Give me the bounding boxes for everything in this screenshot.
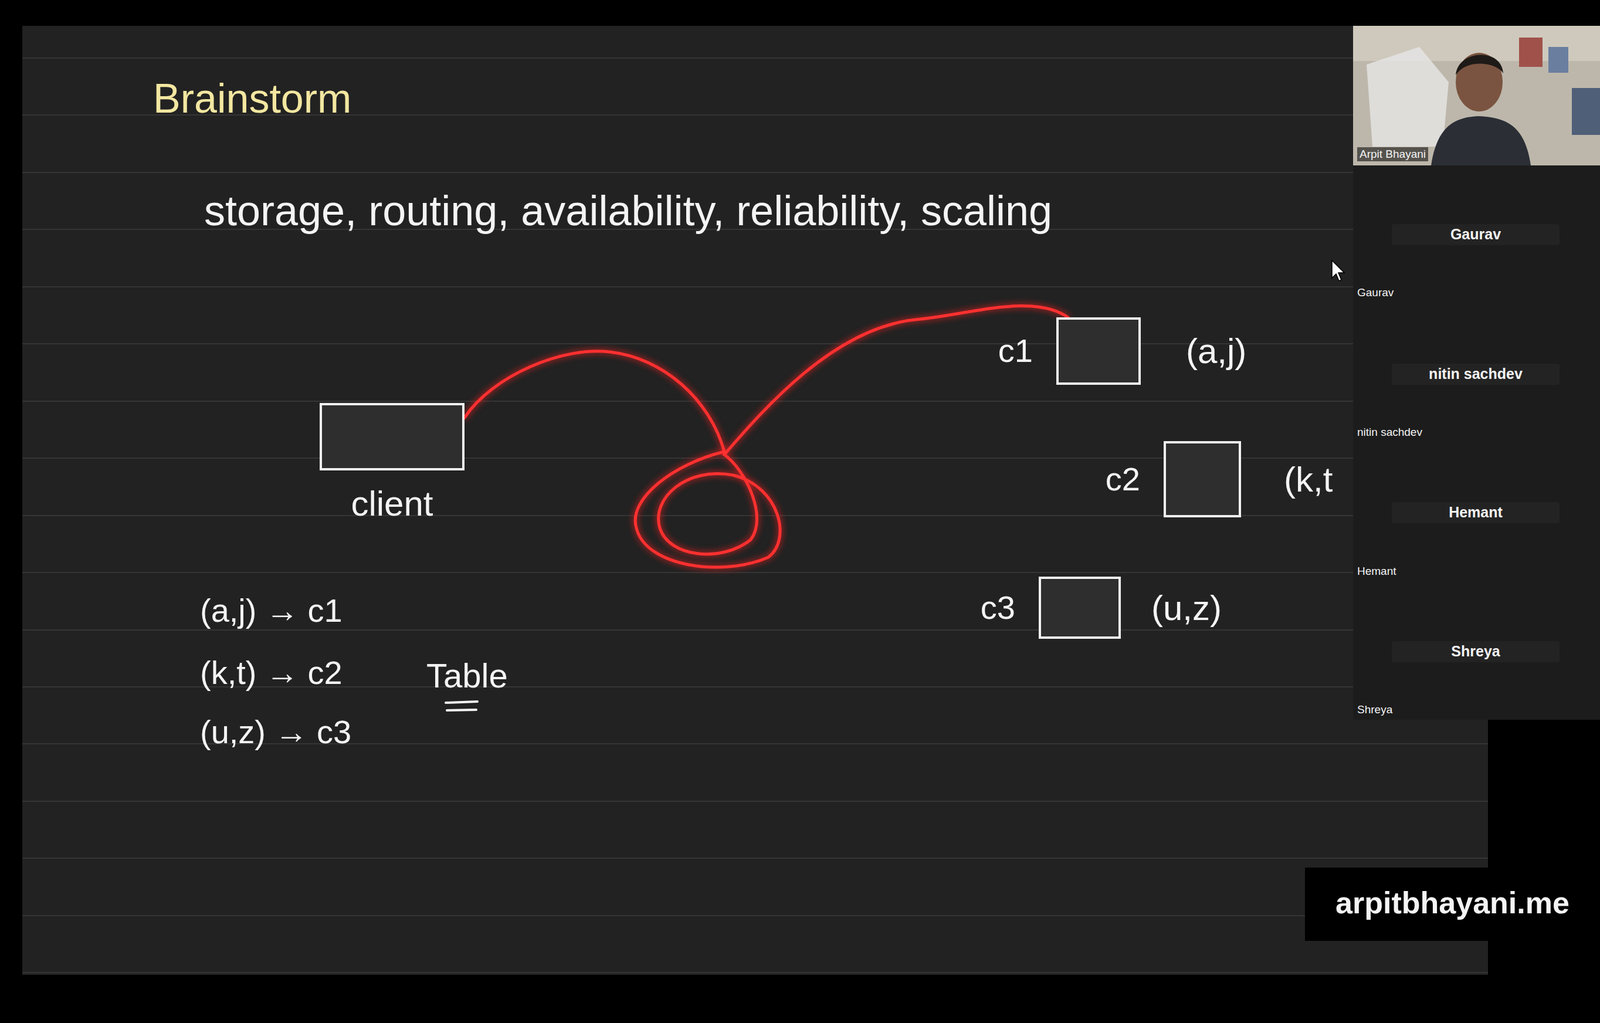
participant-name-small: Gaurav bbox=[1357, 286, 1394, 300]
server-box: c3(u,z) bbox=[1038, 576, 1121, 639]
table-row: (a,j) → c1 bbox=[200, 591, 343, 630]
range-label: (u,z) bbox=[1151, 587, 1222, 629]
table-heading: Table bbox=[426, 656, 508, 696]
participant-name: Gaurav bbox=[1366, 225, 1585, 243]
mouse-cursor bbox=[1331, 260, 1345, 281]
node-label: client bbox=[350, 483, 433, 524]
participants-panel bbox=[1353, 25, 1600, 720]
node-label: c3 bbox=[980, 588, 1016, 627]
range-label: (a,j) bbox=[1185, 330, 1247, 372]
ruled-lines bbox=[22, 58, 1488, 973]
handdrawn-connector bbox=[464, 306, 1069, 568]
range-label: (k,t bbox=[1283, 459, 1333, 500]
video-name-tag: Arpit Bhayani bbox=[1357, 147, 1429, 162]
board-title: Brainstorm bbox=[153, 75, 352, 123]
participant-name-small: nitin sachdev bbox=[1357, 425, 1423, 439]
table-row: (k,t) → c2 bbox=[200, 653, 343, 692]
server-box: c1(a,j) bbox=[1056, 317, 1141, 385]
participant-name: Hemant bbox=[1366, 503, 1585, 521]
video-thumbnail bbox=[1353, 25, 1600, 166]
participant-name: Shreya bbox=[1366, 642, 1585, 660]
client-box: client bbox=[319, 402, 465, 471]
whiteboard bbox=[22, 25, 1488, 975]
watermark-background bbox=[1304, 867, 1600, 941]
node-label: c2 bbox=[1105, 460, 1141, 498]
topic-list: storage, routing, availability, reliabil… bbox=[204, 186, 1053, 236]
double-underline bbox=[445, 701, 478, 711]
participant-name: nitin sachdev bbox=[1366, 365, 1585, 383]
server-box: c2(k,t bbox=[1163, 441, 1242, 518]
participant-name-small: Hemant bbox=[1357, 564, 1397, 578]
table-row: (u,z) → c3 bbox=[200, 713, 352, 751]
node-label: c1 bbox=[998, 331, 1033, 370]
participant-name-small: Shreya bbox=[1357, 703, 1393, 717]
watermark: arpitbhayani.me bbox=[1304, 885, 1600, 921]
